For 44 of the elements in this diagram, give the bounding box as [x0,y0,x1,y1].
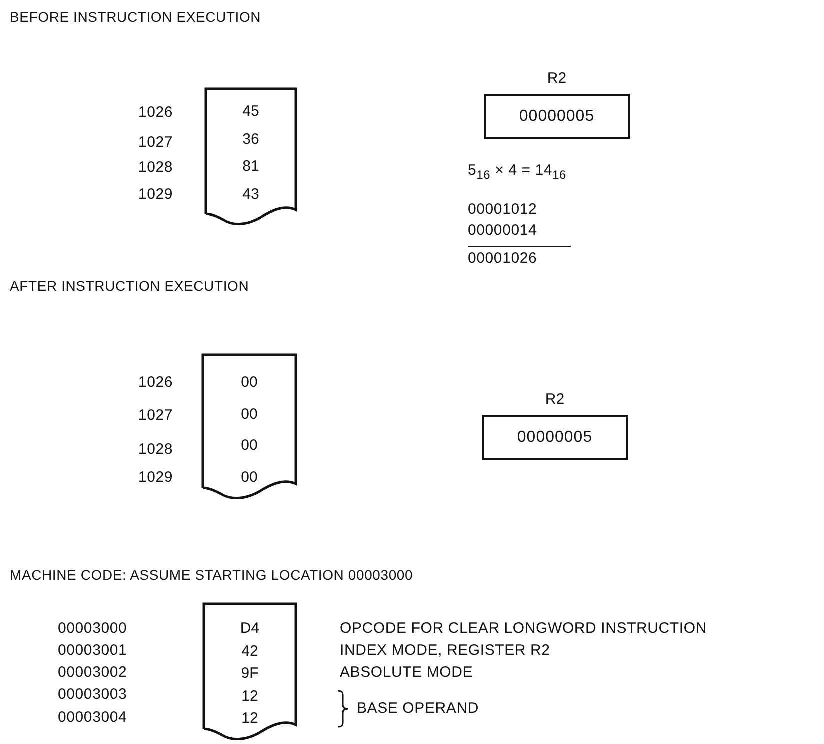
memory-value: 36 [242,130,260,148]
memory-value: 12 [240,688,260,706]
section-heading: AFTER INSTRUCTION EXECUTION [10,277,250,295]
memory-address: 1029 [137,186,173,204]
calculation-text: 00000014 [468,222,538,240]
memory-address: 1027 [137,407,173,425]
memory-address: 00003004 [58,709,128,727]
memory-address: 1026 [137,104,173,122]
memory-value: 12 [240,710,260,728]
memory-address: 00003003 [58,686,128,704]
memory-strip [203,603,297,741]
memory-value: 00 [240,406,259,424]
memory-value: 00 [240,437,259,455]
register-name: R2 [545,391,565,409]
memory-address: 00003002 [58,664,128,682]
annotation-text: INDEX MODE, REGISTER R2 [340,642,550,660]
calculation-text: 00001026 [468,250,538,268]
memory-value: 42 [240,642,260,660]
register-name: R2 [547,70,567,88]
memory-value: 45 [242,103,260,121]
memory-address: 1028 [137,159,173,177]
memory-value: 00 [240,468,259,486]
memory-address: 00003000 [58,620,128,638]
annotation-text: OPCODE FOR CLEAR LONGWORD INSTRUCTION [340,620,707,638]
calculation-text: 5$_{16}$ × 4 = 14$_{16}$ [468,162,566,180]
memory-address: 1027 [137,134,173,152]
memory-value: 00 [240,374,259,392]
memory-value: 9F [240,665,260,683]
annotation-text: BASE OPERAND [357,700,479,718]
memory-value: 81 [242,158,260,176]
memory-value: D4 [239,620,261,638]
annotation-text: ABSOLUTE MODE [340,664,474,682]
calculation-text: 00001012 [468,201,538,219]
memory-address: 1026 [137,374,173,392]
memory-value: 43 [242,186,260,204]
memory-address: 1028 [137,441,173,459]
memory-strip [205,88,297,226]
memory-address: 00003001 [58,642,128,660]
memory-strip [202,354,297,500]
register-value: 00000005 [517,428,593,446]
section-heading: BEFORE INSTRUCTION EXECUTION [10,8,262,26]
memory-address: 1029 [137,469,173,487]
section-heading: MACHINE CODE: ASSUME STARTING LOCATION 00003000 [10,566,414,584]
register-value: 00000005 [519,108,595,126]
